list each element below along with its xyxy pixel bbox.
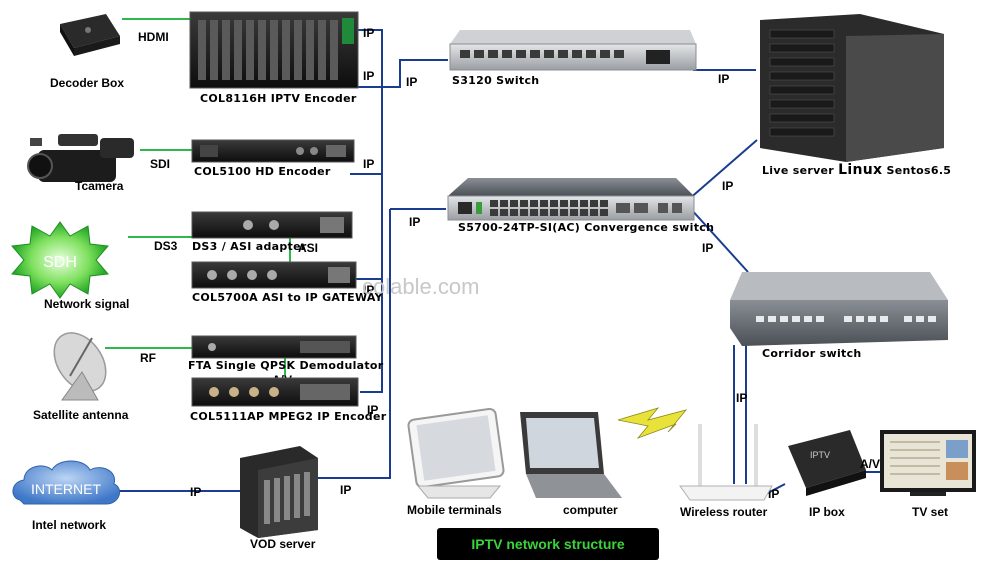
wireless-router-device — [679, 424, 773, 501]
ip-label-11: IP — [722, 179, 733, 193]
ip-label-4: IP — [363, 283, 374, 297]
ip-trunk-upper — [357, 29, 383, 393]
camera-icon — [27, 134, 134, 182]
s3120-switch-label: S3120 Switch — [452, 74, 539, 87]
ip-label-1: IP — [363, 26, 374, 40]
sdi-label: SDI — [150, 157, 170, 171]
s3120-switch-device — [449, 30, 697, 71]
ip-label-6: IP — [406, 75, 417, 89]
ip-box-label: IP box — [809, 505, 845, 519]
qpsk-demodulator-label: FTA Single QPSK Demodulator — [188, 359, 384, 372]
ipbox-brand-label: IPTV — [810, 450, 830, 460]
ip-conv-corridor — [689, 207, 749, 273]
footer-title: IPTV network structure — [471, 536, 624, 552]
network-signal-label: Network signal — [44, 297, 129, 311]
decoder-box — [60, 14, 120, 56]
ip-label-5: IP — [367, 403, 378, 417]
av-label-right: A/V — [860, 457, 880, 471]
ip-label-7: IP — [409, 215, 420, 229]
ip-box-device: IPTV — [788, 430, 866, 496]
ip-label-12: IP — [702, 241, 713, 255]
encoder-8116-device — [189, 11, 359, 89]
asi-label: ASI — [298, 241, 318, 255]
convergence-switch-device — [447, 178, 695, 221]
satellite-antenna-label: Satellite antenna — [33, 408, 129, 422]
ds3-asi-adapter-device — [191, 211, 353, 239]
ip-label-2: IP — [363, 69, 374, 83]
satellite-antenna-icon — [53, 332, 107, 401]
ip-label-10: IP — [718, 72, 729, 86]
computer-label: computer — [563, 503, 618, 517]
mpeg2-encoder-label: COL5111AP MPEG2 IP Encoder — [190, 410, 387, 423]
decoder-box-label: Decoder Box — [50, 76, 124, 90]
ip-label-8: IP — [190, 485, 201, 499]
wireless-router-label: Wireless router — [680, 505, 768, 519]
ip-label-14: IP — [768, 487, 779, 501]
convergence-switch-label: S5700-24TP-SI(AC) Convergence switch — [458, 221, 714, 234]
computer-device — [520, 412, 622, 498]
sdh-label: SDH — [43, 254, 77, 271]
mpeg2-encoder-device — [191, 377, 359, 407]
hd-encoder-label: COL5100 HD Encoder — [194, 165, 331, 178]
corridor-switch-label: Corridor switch — [762, 347, 862, 360]
watermark: colable.com — [362, 274, 479, 299]
ip-label-13: IP — [736, 391, 747, 405]
ip-label-9: IP — [340, 483, 351, 497]
internet-cloud-icon: INTERNET — [12, 460, 121, 505]
live-server-label: Live server Linux Sentos6.5 — [762, 162, 951, 178]
mobile-terminal-device — [407, 407, 505, 499]
asi-gateway-label: COL5700A ASI to IP GATEWAY — [192, 291, 384, 304]
vod-server-label: VOD server — [250, 537, 316, 551]
rf-label: RF — [140, 351, 156, 365]
hdmi-label: HDMI — [138, 30, 169, 44]
ip-trunk-lower — [318, 208, 446, 479]
tv-set-device — [880, 430, 976, 496]
vod-server-device — [240, 446, 318, 538]
live-server-linux: Linux — [838, 162, 882, 178]
live-server-prefix: Live server — [762, 164, 834, 177]
encoder-8116-label: COL8116H IPTV Encoder — [200, 92, 357, 105]
ds3-label: DS3 — [154, 239, 178, 253]
corridor-switch-device — [730, 272, 948, 346]
ip-conv-live — [687, 139, 758, 201]
connection-lines — [105, 18, 884, 498]
mobile-terminals-label: Mobile terminals — [407, 503, 502, 517]
qpsk-demodulator-device — [191, 335, 357, 359]
live-server-suffix: Sentos6.5 — [887, 164, 952, 177]
ip-label-3: IP — [363, 157, 374, 171]
asi-gateway-device — [191, 261, 357, 289]
ds3-adapter-label: DS3 / ASI adapter — [192, 240, 307, 253]
sdh-network-icon: SDH — [11, 221, 109, 299]
intel-network-label: Intel network — [32, 518, 106, 532]
tcamera-label: Tcamera — [75, 179, 124, 193]
internet-label: INTERNET — [31, 481, 101, 497]
hd-encoder-device — [191, 139, 355, 163]
tv-set-label: TV set — [912, 505, 948, 519]
footer-banner: IPTV network structure — [437, 528, 659, 560]
wireless-signal-icon — [617, 407, 688, 439]
live-server-device — [760, 14, 944, 162]
ip-to-s3120 — [382, 59, 448, 88]
